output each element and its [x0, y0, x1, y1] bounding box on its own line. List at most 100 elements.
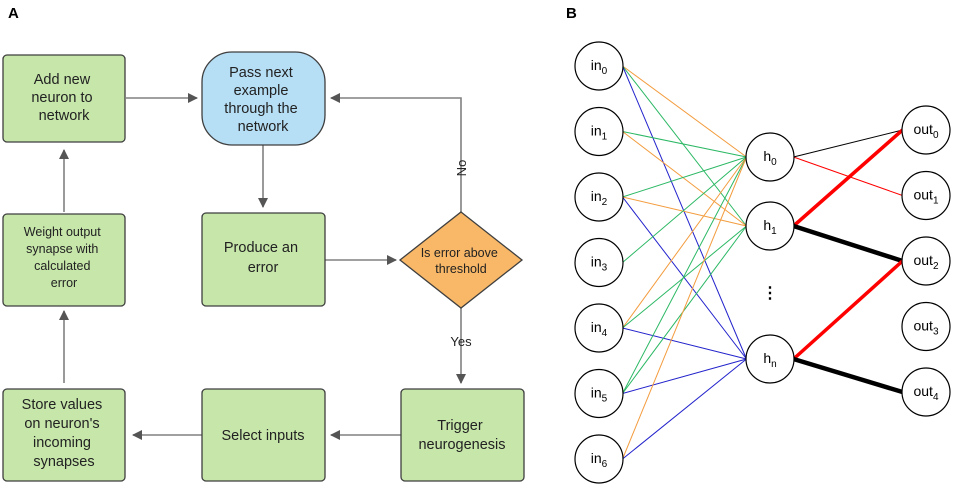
network-connections — [622, 65, 904, 460]
panel-a: A No Yes Add new neuron to network — [2, 5, 525, 482]
connection-in0-hn — [622, 65, 747, 360]
node-label-hn: hn — [763, 350, 776, 370]
connection-in1-h0 — [622, 131, 747, 158]
flow-node-store-values: Store values on neuron's incoming synaps… — [2, 388, 126, 482]
produce-error-text: Produce an error — [224, 240, 302, 276]
weight-output-box — [2, 213, 126, 307]
flow-node-produce-error: Produce an error — [201, 212, 326, 307]
node-label-out1: out1 — [913, 187, 938, 207]
node-circle-in2 — [574, 172, 624, 222]
edge-label-no: No — [454, 160, 469, 177]
node-circle-in5 — [574, 368, 624, 419]
flow-node-trigger: Trigger neurogenesis — [400, 388, 525, 482]
node-out4: out4 — [901, 367, 951, 417]
select-inputs-box — [201, 388, 326, 482]
node-circle-in4 — [574, 303, 624, 353]
decision-text: Is error above threshold — [421, 246, 502, 276]
node-label-in4: in4 — [591, 319, 608, 339]
node-in3: in3 — [574, 237, 624, 288]
select-inputs-text: Select inputs — [221, 428, 304, 444]
node-circle-in6 — [574, 434, 624, 484]
node-in5: in5 — [574, 368, 624, 419]
node-circle-in0 — [574, 41, 624, 91]
panel-b-label: B — [566, 5, 577, 22]
connection-hn-out4 — [792, 356, 904, 395]
arrow-decision-no — [330, 93, 462, 212]
node-in4: in4 — [574, 303, 624, 353]
node-h1: h1 — [745, 201, 795, 251]
node-circle-h1 — [745, 201, 795, 251]
node-label-out4: out4 — [913, 383, 938, 403]
decision-diamond — [398, 211, 524, 309]
node-out3: out3 — [901, 301, 951, 352]
node-circle-hn — [745, 334, 795, 384]
node-circle-out4 — [901, 367, 951, 417]
connection-in6-hn — [622, 358, 747, 460]
node-label-in2: in2 — [591, 188, 608, 208]
connection-in1-h1 — [622, 131, 747, 227]
node-circle-out0 — [901, 105, 951, 155]
connection-in5-hn — [622, 358, 747, 394]
connection-in6-h0 — [622, 156, 747, 460]
connection-hn-out2 — [792, 259, 904, 361]
connection-in4-h1 — [622, 225, 747, 329]
connection-in0-h0 — [622, 65, 747, 158]
node-circle-in3 — [574, 237, 624, 288]
node-label-in5: in5 — [591, 385, 608, 405]
node-in1: in1 — [574, 106, 624, 157]
connection-h1-out2 — [792, 223, 904, 264]
node-label-out3: out3 — [913, 318, 938, 338]
node-label-in1: in1 — [591, 123, 608, 143]
connection-in2-hn — [622, 196, 747, 360]
flow-node-pass-example: Pass next example through the network — [201, 51, 326, 146]
panel-a-label: A — [8, 5, 19, 22]
node-label-out0: out0 — [913, 121, 938, 141]
node-circle-h0 — [745, 132, 795, 182]
node-in0: in0 — [574, 41, 624, 91]
panel-b: B in0 in1 in2 in3 in4 in5 in6 h0 h1 hn out0 out1 out… — [566, 5, 951, 484]
node-label-in3: in3 — [591, 254, 608, 274]
flow-node-is-error: Is error above threshold — [398, 211, 524, 309]
store-values-box — [2, 388, 126, 482]
connection-in4-h0 — [622, 156, 747, 329]
node-circle-in1 — [574, 106, 624, 157]
node-in6: in6 — [574, 434, 624, 484]
connection-in4-hn — [622, 327, 747, 360]
node-out0: out0 — [901, 105, 951, 155]
flow-node-add-neuron: Add new neuron to network — [2, 54, 126, 143]
node-circle-out3 — [901, 301, 951, 352]
node-label-in6: in6 — [591, 450, 608, 470]
node-hn: hn — [745, 334, 795, 384]
node-label-in0: in0 — [591, 57, 608, 77]
network-nodes: in0 in1 in2 in3 in4 in5 in6 h0 h1 hn out0 out1 out2 o… — [574, 41, 951, 484]
trigger-text: Trigger neurogenesis — [418, 418, 505, 453]
node-label-h0: h0 — [763, 148, 777, 168]
connection-h0-out0 — [793, 129, 903, 158]
hidden-ellipsis: ⋮ — [762, 285, 778, 302]
edge-label-yes: Yes — [450, 334, 472, 349]
store-values-text: Store values on neuron's incoming synaps… — [22, 397, 107, 470]
node-in2: in2 — [574, 172, 624, 222]
flowchart-connectors — [59, 93, 466, 440]
node-circle-out2 — [901, 236, 951, 286]
connection-in2-h0 — [622, 156, 747, 198]
flow-node-select-inputs: Select inputs — [201, 388, 326, 482]
node-out2: out2 — [901, 236, 951, 286]
trigger-box — [400, 388, 525, 482]
flow-node-weight-output: Weight output synapse with calculated er… — [2, 213, 126, 307]
node-out1: out1 — [901, 170, 951, 221]
connection-in5-h1 — [622, 225, 747, 394]
connection-in0-h1 — [622, 65, 747, 227]
node-label-out2: out2 — [913, 252, 938, 272]
add-neuron-box — [2, 54, 126, 143]
pass-example-box — [201, 51, 326, 146]
node-circle-out1 — [901, 170, 951, 221]
connection-in3-h0 — [622, 156, 747, 263]
node-h0: h0 — [745, 132, 795, 182]
connection-h1-out0 — [792, 128, 904, 228]
connection-in2-h1 — [622, 196, 747, 227]
weight-output-text: Weight output synapse with calculated er… — [24, 225, 104, 290]
produce-error-box — [201, 212, 326, 307]
node-label-h1: h1 — [763, 217, 777, 237]
